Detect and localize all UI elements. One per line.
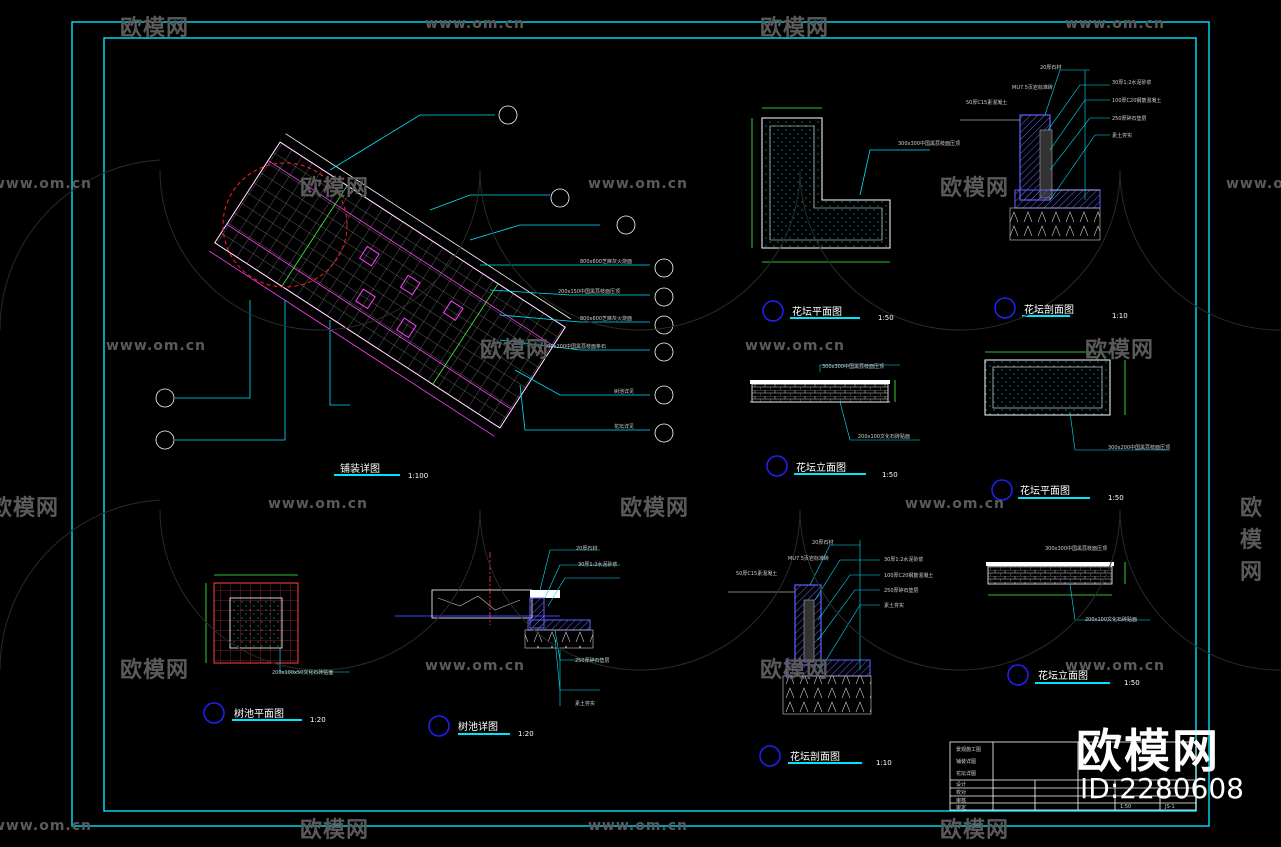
tree-pit-plan [205,574,350,673]
section-layer-note: MU7.5页岩标准砖 [788,556,829,562]
planter-elevation-1-note-bottom: 200x100文化石砖贴面 [858,434,911,440]
planter-plan-1-scale: 1:50 [878,314,894,322]
planter-elevation-1-note-top: 300x300中国黑荔枝面压顶 [822,364,885,370]
tree-pit-detail-scale: 1:20 [518,730,534,738]
planter-plan-2 [984,351,1170,451]
tree-pit-detail [395,549,620,706]
section-layer-note: 素土夯实 [1112,133,1133,139]
corner-brand-logo: 欧模网 [1076,724,1220,778]
section-layer-note: 250厚碎石垫层 [1112,116,1147,122]
tree-pit-detail-index [428,715,450,737]
section-layer-note: 30厚1:2水泥砂浆 [578,562,618,568]
planter-section-1 [960,69,1110,241]
section-layer-note: MU7.5页岩标准砖 [1012,85,1053,91]
planter-section-1-title: 花坛剖面图 [1024,305,1074,316]
paving-plan [209,133,571,437]
planter-plan-2-index [991,479,1013,501]
section-layer-note: 30厚1:2水泥砂浆 [1112,80,1152,86]
section-layer-note: 20厚石材 [576,546,598,552]
tree-pit-plan-index [203,702,225,724]
title-block-row: 校对 [956,790,967,796]
title-block-row: 花坛详图 [956,771,977,777]
section-layer-note: 250厚碎石垫层 [575,658,610,664]
section-layer-note: 100厚C20钢筋混凝土 [884,573,934,579]
tree-pit-plan-title: 树池平面图 [234,709,284,720]
planter-plan-1-index [762,300,784,322]
planter-plan-2-scale: 1:50 [1108,494,1124,502]
planter-elevation-1-scale: 1:50 [882,471,898,479]
outer-border [71,21,1210,827]
section-layer-note: 50厚C15素混凝土 [966,100,1008,106]
planter-section-1-scale: 1:10 [1112,312,1128,320]
paving-leaders [175,114,650,441]
planter-plan-1 [751,107,930,263]
section-layer-note: 20厚石材 [812,540,834,546]
tree-pit-plan-scale: 1:20 [310,716,326,724]
paving-callout-circles [155,105,674,450]
section-layer-note: 素土夯实 [575,701,596,707]
planter-section-1-index [994,297,1016,319]
tree-pit-plan-note: 200x100x50文化石砖贴面 [272,670,334,676]
section-layer-note: 30厚1:2水泥砂浆 [884,557,924,563]
section-layer-note: 50厚C15素混凝土 [736,571,778,577]
title-block-row: 设计 [956,782,967,788]
planter-section-2-title: 花坛剖面图 [790,752,840,763]
planter-plan-2-title: 花坛平面图 [1020,486,1070,497]
paving-title: 铺装详图 [340,464,380,475]
inner-border [103,37,1197,812]
planter-elevation-1-index [766,455,788,477]
planter-elevation-1-title: 花坛立面图 [796,463,846,474]
planter-section-2-index [759,745,781,767]
planter-plan-2-note: 300x200中国黑荔枝面压顶 [1108,445,1171,451]
planter-elevation-2-note-bottom: 200x100文化石砖贴面 [1085,617,1138,623]
planter-elevation-2-note-top: 300x300中国黑荔枝面压顶 [1045,546,1108,552]
paving-callout: 树池详见 [614,389,635,395]
title-block-row: 景观施工图 [956,747,982,753]
title-block-row: 审核 [956,798,967,804]
planter-section-2 [728,540,880,715]
planter-plan-1-note: 300x300中国黑荔枝面压顶 [898,141,961,147]
planter-section-2-scale: 1:10 [876,759,892,767]
title-block [949,741,1197,811]
title-block-scale: 1:50 [1120,804,1132,810]
title-block-row: 审定 [956,805,967,811]
planter-elevation-2-title: 花坛立面图 [1038,671,1088,682]
planter-elevation-2-scale: 1:50 [1124,679,1140,687]
section-layer-note: 素土夯实 [884,603,905,609]
paving-scale: 1:100 [408,472,429,480]
paving-callout: 800x600芝麻灰火烧面 [580,259,633,265]
planter-plan-1-title: 花坛平面图 [792,307,842,318]
section-layer-note: 100厚C20钢筋混凝土 [1112,98,1162,104]
paving-callout: 800x600芝麻灰火烧面 [580,316,633,322]
planter-elevation-2-index [1007,664,1029,686]
section-layer-note: 20厚石材 [1040,65,1062,71]
planter-elevation-2 [986,562,1150,621]
title-block-row: 铺装详图 [956,759,977,765]
section-layer-note: 250厚碎石垫层 [884,588,919,594]
paving-callout: 600x200中国黑荔枝面条石 [544,344,607,350]
paving-callout: 200x150中国黑荔枝面压顶 [558,289,621,295]
title-block-sheet: JS-1 [1165,804,1175,810]
corner-brand-id: ID:2280608 [1080,772,1244,805]
detail-circle-red [222,162,348,288]
paving-callout: 花坛详见 [614,424,635,430]
planter-elevation-1 [750,364,920,441]
watermark-arcs [0,159,1281,671]
tree-pit-detail-title: 树池详图 [458,722,498,733]
